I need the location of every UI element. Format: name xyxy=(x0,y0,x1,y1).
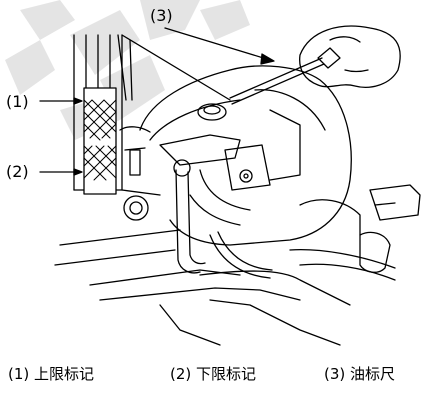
figure-legend: (1) 上限标记 (2) 下限标记 (3) 油标尺 xyxy=(0,364,429,388)
legend-item-1: (1) 上限标记 xyxy=(8,364,94,384)
legend-item-3: (3) 油标尺 xyxy=(324,364,395,384)
legend-item-2: (2) 下限标记 xyxy=(170,364,256,384)
legend-label: 下限标记 xyxy=(196,365,257,383)
callout-1: (1) xyxy=(6,92,29,111)
legend-num: (2) xyxy=(170,365,192,383)
legend-num: (3) xyxy=(324,365,346,383)
legend-label: 油标尺 xyxy=(350,365,396,383)
callout-2: (2) xyxy=(6,162,29,181)
dipstick-detail xyxy=(39,34,133,195)
legend-num: (1) xyxy=(8,365,30,383)
legend-label: 上限标记 xyxy=(34,365,95,383)
engine-diagram xyxy=(39,25,421,346)
callout-3: (3) xyxy=(150,6,173,25)
